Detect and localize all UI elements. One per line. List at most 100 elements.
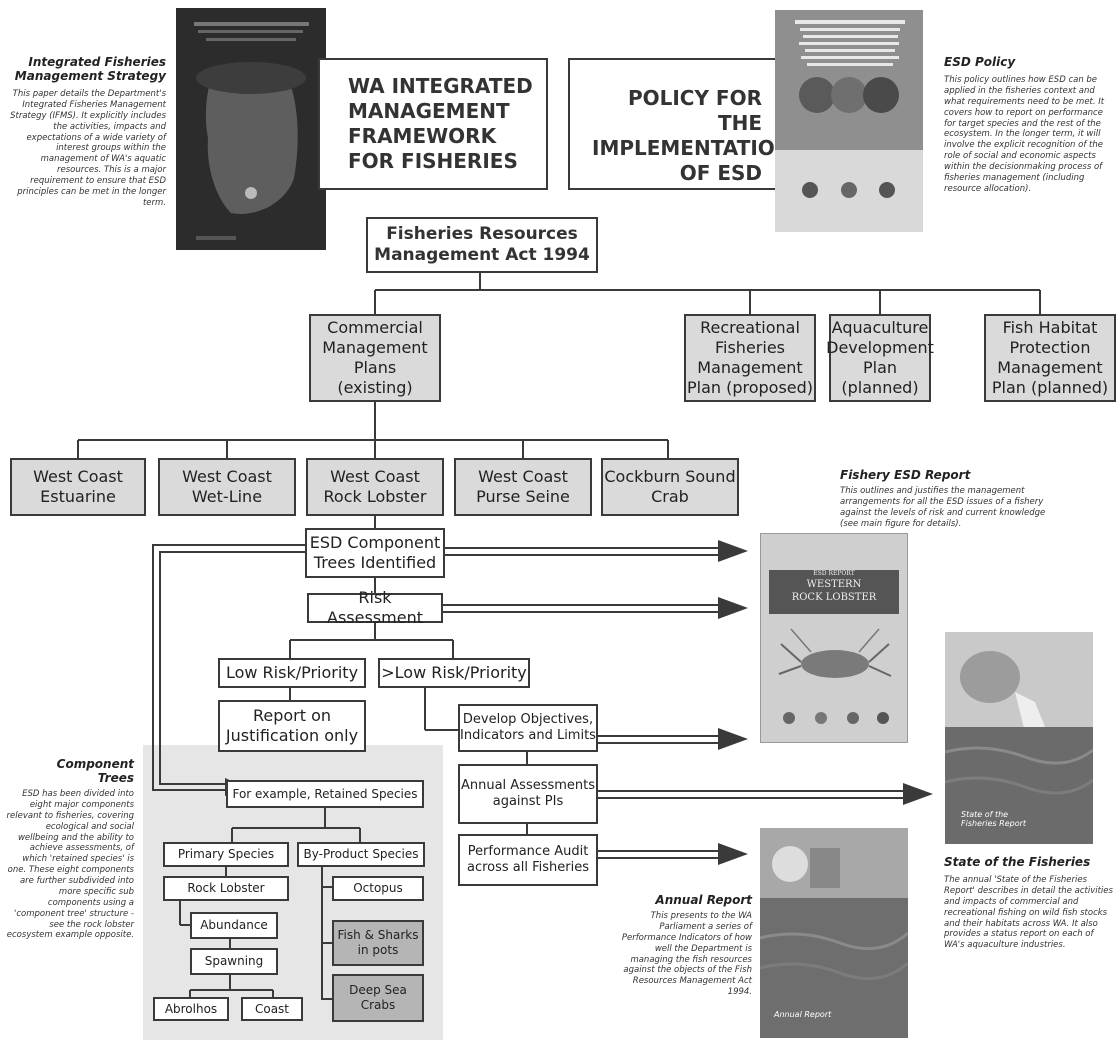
framework-line-1: WA INTEGRATED (348, 74, 533, 98)
tree-abundance-box: Abundance (190, 912, 278, 939)
policy-line-2: IMPLEMENTATION (592, 136, 792, 160)
state-cover-caption-1: State of the (961, 810, 1009, 819)
lobster-icon (778, 628, 892, 724)
annual-assess-line-1: Annual Assessments (460, 777, 596, 793)
audit-line-2: across all Fisheries (466, 860, 589, 875)
state-cover-caption-2: Fisheries Report (961, 819, 1027, 828)
plan-aquaculture-line-4: (planned) (841, 378, 919, 397)
plan-recreational-line-1: Recreational (700, 318, 800, 337)
fishery-estuarine-line-1: West Coast (33, 467, 123, 486)
low-risk-box: Low Risk/Priority (218, 658, 366, 688)
plan-aquaculture: Aquaculture Development Plan (planned) (826, 314, 934, 402)
plan-habitat-line-1: Fish Habitat (1002, 318, 1098, 337)
fishery-rock-lobster-line-2: Rock Lobster (323, 487, 427, 506)
state-fisheries-description: State of the Fisheries The annual 'State… (944, 855, 1116, 951)
tree-example-label: For example, Retained Species (232, 786, 418, 801)
framework-line-2: MANAGEMENT (348, 99, 510, 123)
develop-line-2: Indicators and Limits (460, 728, 596, 743)
plan-commercial-line-3: Plans (353, 358, 397, 377)
plan-recreational-line-2: Fisheries (714, 338, 785, 357)
high-risk-label: >Low Risk/Priority (381, 663, 527, 682)
component-trees-text: ESD has been divided into eight major co… (6, 789, 134, 941)
plan-commercial: Commercial Management Plans (existing) (309, 314, 441, 402)
act-label: Fisheries Resources Management Act 1994 (374, 223, 590, 265)
state-fisheries-text: The annual 'State of the Fisheries Repor… (944, 875, 1113, 951)
tree-byproduct-box: By-Product Species (297, 842, 425, 867)
tree-deep-sea-line-1: Deep Sea (349, 983, 407, 997)
fishery-esd-description: Fishery ESD Report This outlines and jus… (840, 468, 1050, 530)
policy-line-3: OF ESD (679, 161, 762, 185)
high-risk-box: >Low Risk/Priority (378, 658, 530, 688)
plan-aquaculture-line-3: Plan (862, 358, 898, 377)
plan-habitat-line-3: Management (997, 358, 1103, 377)
fishery-estuarine-line-2: Estuarine (40, 487, 116, 506)
framework-line-3: FRAMEWORK (348, 124, 497, 148)
plan-commercial-line-4: (existing) (337, 378, 413, 397)
fishery-cockburn-crab-line-2: Crab (651, 487, 689, 506)
lobster-cover-line-2: WESTERN (806, 578, 862, 590)
tree-octopus-label: Octopus (353, 881, 403, 895)
esd-policy-text: This policy outlines how ESD can be appl… (944, 75, 1105, 194)
annual-assess-line-2: against PIs (492, 794, 564, 809)
state-fisheries-title: State of the Fisheries (944, 855, 1091, 869)
fishery-wet-line-line-2: Wet-Line (191, 487, 263, 506)
esd-policy-cover-image (775, 10, 923, 232)
tree-deep-sea-line-2: Crabs (360, 998, 396, 1012)
annual-report-title: Annual Report (655, 893, 752, 907)
tree-rock-lobster-box: Rock Lobster (163, 876, 289, 901)
annual-report-cover-image: Annual Report (760, 828, 908, 1038)
esd-trees-line-1: ESD Component (309, 533, 441, 552)
tree-example-box: For example, Retained Species (226, 780, 424, 808)
plan-aquaculture-line-1: Aquaculture (831, 318, 929, 337)
esd-policy-description: ESD Policy This policy outlines how ESD … (944, 55, 1116, 195)
tree-fish-sharks-line-1: Fish & Sharks (337, 928, 419, 942)
tree-coast-label: Coast (254, 1001, 290, 1016)
fishery-rock-lobster-line-1: West Coast (330, 467, 420, 486)
report-justification-line-2: Justification only (225, 726, 359, 745)
risk-assessment-box: Risk Assessment (307, 588, 443, 627)
imf-description: Integrated Fisheries Management Strategy… (4, 55, 166, 209)
low-risk-label: Low Risk/Priority (225, 663, 359, 682)
lobster-report-cover-image: ESD REPORT WESTERN ROCK LOBSTER (760, 533, 908, 743)
plan-commercial-line-1: Commercial (327, 318, 423, 337)
fishery-esd-text: This outlines and justifies the manageme… (840, 486, 1046, 529)
policy-box: POLICY FOR THE IMPLEMENTATION OF ESD (568, 58, 798, 190)
imf-title: Integrated Fisheries Management Strategy (14, 55, 166, 83)
plan-recreational-line-3: Management (697, 358, 803, 377)
develop-objectives-box: Develop Objectives,Indicators and Limits (458, 704, 598, 752)
tree-coast-box: Coast (241, 997, 303, 1021)
fishery-wet-line-line-1: West Coast (182, 467, 272, 486)
component-trees-title-1: Component (56, 757, 134, 771)
tree-spawning-box: Spawning (190, 948, 278, 975)
tree-primary-label: Primary Species (177, 847, 275, 861)
tree-byproduct-label: By-Product Species (303, 847, 419, 861)
report-justification-line-1: Report on (252, 706, 332, 725)
tree-spawning-label: Spawning (204, 954, 264, 968)
component-trees-description: Component Trees ESD has been divided int… (4, 757, 134, 941)
plan-habitat-line-4: Plan (planned) (991, 378, 1109, 397)
policy-line-1: POLICY FOR THE (627, 86, 762, 135)
esd-policy-title: ESD Policy (944, 55, 1016, 69)
plan-aquaculture-line-2: Development (826, 338, 934, 357)
plan-recreational: Recreational Fisheries Management Plan (… (684, 314, 816, 402)
develop-line-1: Develop Objectives, (462, 711, 594, 727)
fishery-esd-title: Fishery ESD Report (840, 468, 971, 482)
plan-commercial-line-2: Management (322, 338, 428, 357)
tree-fish-sharks-line-2: in pots (357, 943, 399, 957)
state-fisheries-cover-image: State of the Fisheries Report (945, 632, 1093, 844)
fishery-purse-seine-line-2: Purse Seine (476, 487, 570, 506)
risk-assessment-label: Risk Assessment (327, 588, 423, 627)
audit-line-1: Performance Audit (467, 843, 589, 859)
imf-text: This paper details the Department's Inte… (10, 89, 166, 208)
plan-habitat: Fish Habitat Protection Management Plan … (984, 314, 1116, 402)
